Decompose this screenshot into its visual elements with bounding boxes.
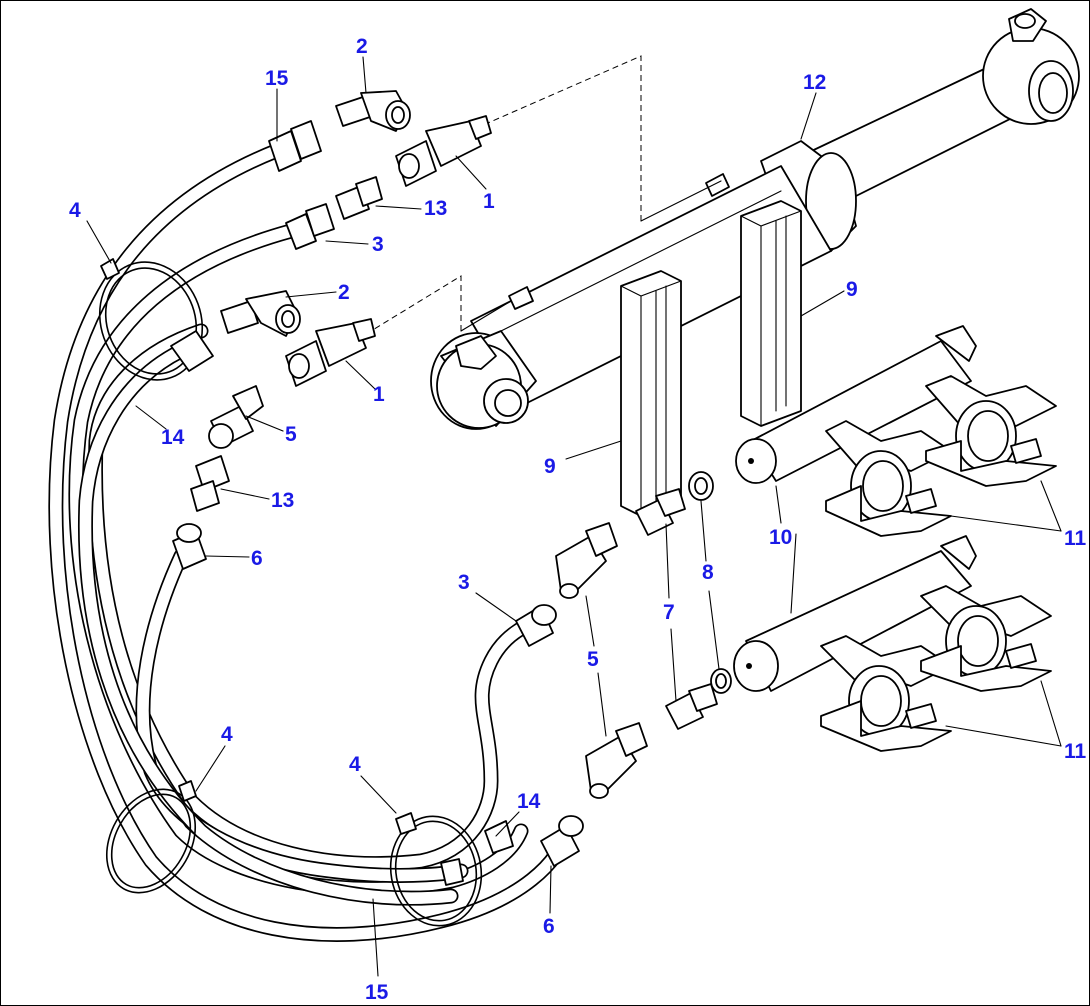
elbow-fitting-5-bottom-upper	[555, 522, 618, 599]
callout-5: 5	[285, 423, 297, 446]
tee-fitting-1-mid	[285, 318, 376, 387]
callout-5: 5	[587, 648, 599, 671]
callout-3: 3	[458, 571, 470, 594]
hose-end-3-bottom	[515, 604, 557, 647]
pin-10-lower	[733, 535, 977, 692]
callout-13: 13	[271, 489, 294, 512]
callout-7: 7	[663, 601, 675, 624]
clamp-11-a	[825, 420, 952, 537]
tee-fitting-1-top	[395, 115, 492, 187]
o-ring-8-lower	[710, 668, 732, 694]
hose-tube-14	[170, 330, 514, 886]
plate-9-left	[620, 270, 682, 517]
callout-11: 11	[1064, 740, 1087, 763]
hose-bundle	[48, 143, 574, 942]
o-ring-8-upper	[688, 471, 714, 501]
elbow-fitting-5-left	[208, 385, 264, 449]
callout-9: 9	[846, 278, 858, 301]
callout-6: 6	[543, 915, 555, 938]
callout-15: 15	[265, 67, 289, 90]
callout-12: 12	[803, 71, 826, 94]
hose-end-6-left	[172, 523, 207, 570]
elbow-fitting-5-bottom-lower	[585, 722, 648, 799]
callout-2: 2	[356, 35, 368, 58]
elbow-fitting-2-top	[335, 90, 411, 132]
plate-9-right	[740, 200, 802, 427]
clamp-11-c	[820, 635, 952, 752]
callout-4: 4	[69, 199, 81, 222]
pin-10-upper	[735, 325, 977, 484]
callout-4: 4	[349, 753, 361, 776]
clamp-ring-4-upper	[98, 258, 204, 381]
union-fitting-13-top	[335, 176, 383, 220]
callout-2: 2	[338, 281, 350, 304]
callout-3: 3	[372, 233, 384, 256]
union-fitting-13-mid	[190, 455, 230, 512]
callout-4: 4	[221, 723, 233, 746]
callout-13: 13	[424, 197, 447, 220]
connector-7-upper	[635, 488, 686, 536]
callout-15: 15	[365, 981, 389, 1004]
clamp-ring-4-bottom-left	[105, 780, 197, 894]
callout-6: 6	[251, 547, 263, 570]
callout-10: 10	[769, 526, 792, 549]
callout-labels: 2 15 12 13 1 4 3 2 9 1 14 5 9 13 6 10 11…	[69, 35, 1087, 1004]
callout-14: 14	[161, 426, 185, 449]
callout-8: 8	[702, 561, 714, 584]
hose-end-3-top	[285, 203, 335, 250]
hose-end-6-bottom	[540, 815, 584, 867]
elbow-fitting-2-mid	[220, 290, 301, 337]
clamp-11-b	[925, 375, 1057, 487]
clamp-ring-4-bottom-mid	[389, 812, 483, 927]
callout-11: 11	[1064, 527, 1087, 550]
connector-7-lower	[665, 683, 718, 730]
callout-14: 14	[517, 790, 541, 813]
callout-1: 1	[373, 383, 385, 406]
leader-lines	[86, 56, 1062, 977]
clamp-11-d	[920, 585, 1052, 692]
callout-9: 9	[544, 455, 556, 478]
callout-1: 1	[483, 190, 495, 213]
